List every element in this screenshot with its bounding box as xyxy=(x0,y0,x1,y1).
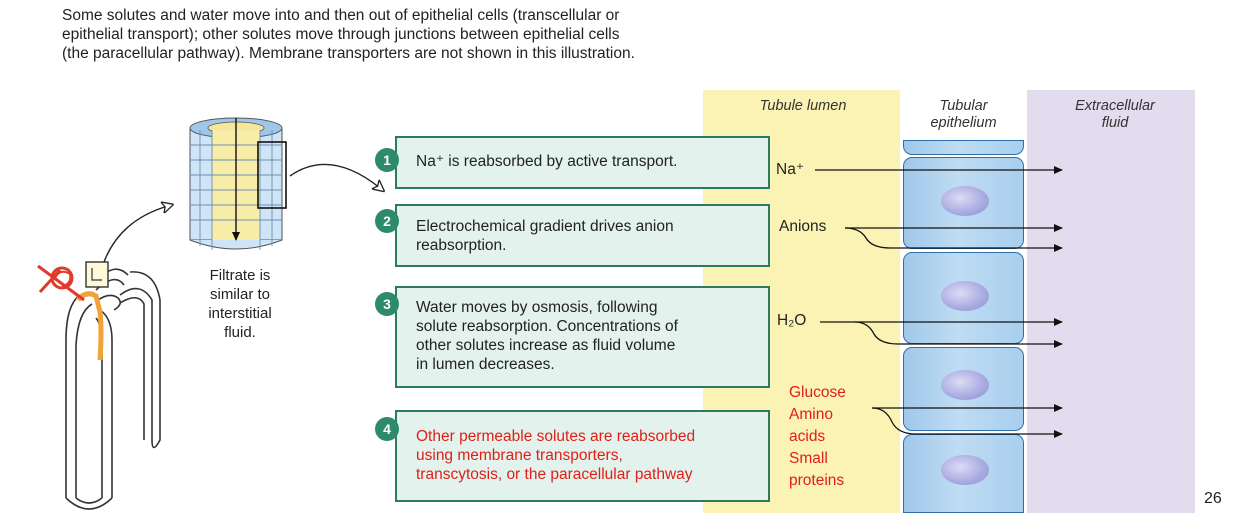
na-label: Na⁺ xyxy=(776,161,804,178)
step-2-badge: 2 xyxy=(375,209,399,233)
step-1-box: Na⁺ is reabsorbed by active transport. xyxy=(395,136,770,189)
step-3-badge: 3 xyxy=(375,292,399,316)
cell-nucleus xyxy=(941,370,989,400)
nephron-illustration xyxy=(65,268,161,510)
cell-nucleus xyxy=(941,186,989,216)
cell-nucleus xyxy=(941,281,989,311)
proximal-tubule-highlight xyxy=(76,291,104,361)
intro-line: (the paracellular pathway). Membrane tra… xyxy=(62,45,635,62)
solute-paracellular-arrow xyxy=(871,407,1063,438)
epithelial-cell-top xyxy=(903,140,1024,155)
amino-acids-label: Amino xyxy=(789,406,833,423)
small-proteins-label-2: proteins xyxy=(789,472,845,489)
intro-paragraph: Some solutes and water move into and the… xyxy=(62,6,782,63)
glomerulus xyxy=(37,264,85,302)
water-label: H₂O xyxy=(777,312,807,329)
glucose-label: Glucose xyxy=(789,384,846,401)
zoom-arrow-1 xyxy=(103,206,168,263)
page-number: 26 xyxy=(1204,490,1222,507)
small-proteins-label: Small xyxy=(789,450,828,467)
cell-nucleus xyxy=(941,455,989,485)
epithelial-cell xyxy=(903,157,1024,249)
epithelial-cell xyxy=(903,252,1024,344)
filtrate-label: Filtrate is similar to interstitial flui… xyxy=(208,267,272,341)
extracellular-fluid-heading: Extracellular fluid xyxy=(1075,98,1155,131)
extracellular-fluid-region xyxy=(1027,90,1195,513)
anion-paracellular-arrow xyxy=(844,227,1063,252)
amino-acids-label-2: acids xyxy=(789,428,826,445)
anions-label: Anions xyxy=(779,218,827,235)
step-4-badge: 4 xyxy=(375,417,399,441)
step-4-box: Other permeable solutes are reabsorbed u… xyxy=(395,410,770,502)
zoom-arrow-2 xyxy=(289,163,380,188)
intro-line: epithelial transport); other solutes mov… xyxy=(62,26,620,43)
tubular-epithelium-heading: Tubular epithelium xyxy=(930,98,997,131)
intro-line: Some solutes and water move into and the… xyxy=(62,7,620,24)
epithelial-cell xyxy=(903,347,1024,431)
tubule-lumen-heading: Tubule lumen xyxy=(759,98,847,114)
step-2-box: Electrochemical gradient drives anion re… xyxy=(395,204,770,267)
step-3-box: Water moves by osmosis, following solute… xyxy=(395,286,770,388)
zoom-box-small xyxy=(85,261,109,288)
reabsorbed-solutes-list: Glucose Amino acids Small proteins xyxy=(789,382,846,492)
water-paracellular-arrow xyxy=(854,321,1063,348)
step-1-badge: 1 xyxy=(375,148,399,172)
tubule-segment xyxy=(189,117,287,250)
